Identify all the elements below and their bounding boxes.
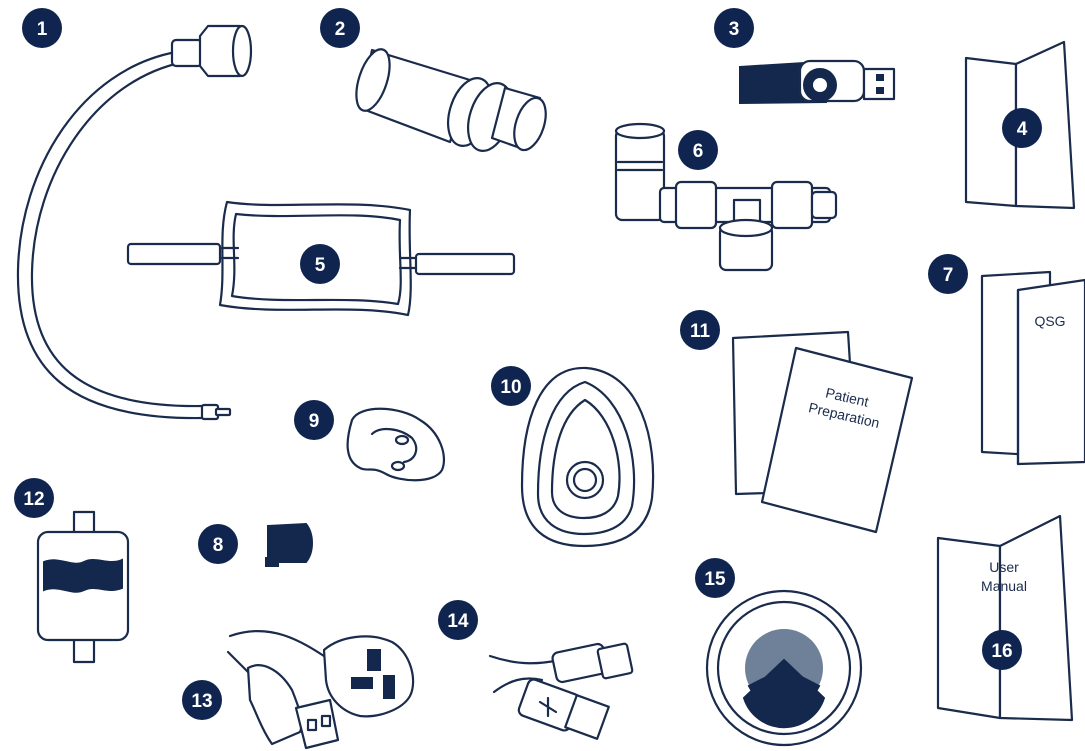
item-9-clip: [348, 409, 444, 481]
badge-14: 14: [438, 600, 478, 640]
item-15-sensor-disc: [707, 591, 861, 745]
badge-1: 1: [22, 8, 62, 48]
svg-text:13: 13: [191, 691, 212, 712]
badge-5: 5: [300, 244, 340, 284]
svg-text:1: 1: [37, 19, 48, 40]
badge-7: 7: [928, 254, 968, 294]
badge-6: 6: [678, 130, 718, 170]
badge-13: 13: [182, 680, 222, 720]
svg-text:10: 10: [500, 377, 521, 398]
item-12-inline-filter: [38, 512, 128, 662]
badge-2: 2: [320, 8, 360, 48]
item-8-stopper: [266, 524, 312, 566]
svg-text:16: 16: [991, 641, 1012, 662]
badge-15: 15: [695, 558, 735, 598]
qsg-label: QSG: [1034, 313, 1065, 329]
item-1-breathing-tube: [18, 26, 251, 419]
item-14-usb-cable: [490, 643, 633, 739]
item-13-power-cord: [228, 631, 413, 748]
svg-text:15: 15: [704, 569, 726, 590]
svg-text:5: 5: [315, 255, 326, 276]
badge-9: 9: [294, 400, 334, 440]
svg-text:7: 7: [943, 265, 954, 286]
badge-11: 11: [680, 310, 720, 350]
svg-text:6: 6: [693, 141, 704, 162]
svg-text:14: 14: [447, 611, 469, 632]
item-2-filter-cylinder: [350, 45, 552, 156]
badge-12: 12: [14, 478, 54, 518]
item-10-face-mask: [522, 368, 653, 546]
badge-10: 10: [491, 366, 531, 406]
svg-text:9: 9: [309, 411, 320, 432]
item-3-usb-stick: [740, 61, 894, 103]
badge-3: 3: [714, 8, 754, 48]
svg-text:2: 2: [335, 19, 346, 40]
svg-text:8: 8: [213, 535, 224, 556]
svg-text:12: 12: [23, 489, 44, 510]
badge-16: 16: [982, 630, 1022, 670]
item-7-qsg-sheet: QSG: [982, 272, 1085, 464]
badge-4: 4: [1002, 108, 1042, 148]
item-16-user-manual: User Manual: [938, 516, 1072, 720]
item-6-t-piece: [616, 124, 836, 270]
item-11-patient-preparation: Patient Preparation: [733, 332, 912, 532]
svg-text:4: 4: [1017, 119, 1028, 140]
svg-text:11: 11: [690, 321, 711, 342]
manual-label-line1: User: [989, 559, 1019, 575]
manual-label-line2: Manual: [981, 578, 1027, 594]
badge-8: 8: [198, 524, 238, 564]
svg-text:3: 3: [729, 19, 740, 40]
